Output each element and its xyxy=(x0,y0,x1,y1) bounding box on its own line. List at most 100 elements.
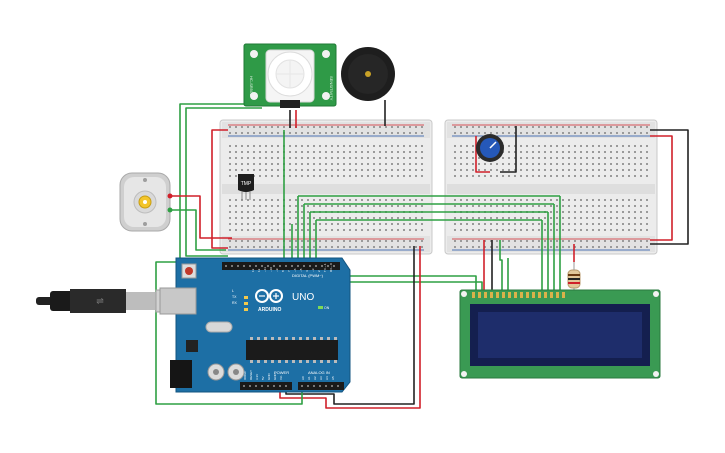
breadboard-hole[interactable] xyxy=(532,205,534,207)
breadboard-hole[interactable] xyxy=(391,246,393,248)
lcd-pin[interactable] xyxy=(562,292,565,298)
breadboard-hole[interactable] xyxy=(355,132,357,134)
breadboard-hole[interactable] xyxy=(271,240,273,242)
breadboard-hole[interactable] xyxy=(556,205,558,207)
breadboard-hole[interactable] xyxy=(622,151,624,153)
breadboard-hole[interactable] xyxy=(307,151,309,153)
breadboard-hole[interactable] xyxy=(247,211,249,213)
header-pin[interactable] xyxy=(301,385,303,387)
breadboard-hole[interactable] xyxy=(556,126,558,128)
lcd-pin[interactable] xyxy=(472,292,475,298)
breadboard-hole[interactable] xyxy=(289,205,291,207)
breadboard-hole[interactable] xyxy=(355,240,357,242)
breadboard-hole[interactable] xyxy=(526,205,528,207)
breadboard-hole[interactable] xyxy=(496,175,498,177)
breadboard-hole[interactable] xyxy=(568,240,570,242)
breadboard-hole[interactable] xyxy=(409,205,411,207)
breadboard-hole[interactable] xyxy=(610,211,612,213)
breadboard-hole[interactable] xyxy=(271,246,273,248)
breadboard-hole[interactable] xyxy=(325,151,327,153)
breadboard-hole[interactable] xyxy=(646,205,648,207)
breadboard-hole[interactable] xyxy=(604,132,606,134)
breadboard-hole[interactable] xyxy=(634,246,636,248)
breadboard-hole[interactable] xyxy=(460,246,462,248)
breadboard-hole[interactable] xyxy=(367,132,369,134)
breadboard-hole[interactable] xyxy=(544,217,546,219)
breadboard-hole[interactable] xyxy=(634,126,636,128)
breadboard-hole[interactable] xyxy=(277,205,279,207)
breadboard-hole[interactable] xyxy=(409,151,411,153)
breadboard-hole[interactable] xyxy=(634,145,636,147)
breadboard-hole[interactable] xyxy=(379,246,381,248)
breadboard-hole[interactable] xyxy=(622,157,624,159)
header-pin[interactable] xyxy=(321,265,323,267)
breadboard-hole[interactable] xyxy=(355,223,357,225)
breadboard-hole[interactable] xyxy=(592,126,594,128)
breadboard-hole[interactable] xyxy=(640,175,642,177)
breadboard-hole[interactable] xyxy=(415,217,417,219)
breadboard-hole[interactable] xyxy=(490,246,492,248)
breadboard-hole[interactable] xyxy=(520,151,522,153)
breadboard-hole[interactable] xyxy=(319,132,321,134)
breadboard-hole[interactable] xyxy=(616,126,618,128)
breadboard-hole[interactable] xyxy=(472,163,474,165)
breadboard-hole[interactable] xyxy=(520,217,522,219)
breadboard-hole[interactable] xyxy=(610,199,612,201)
breadboard-hole[interactable] xyxy=(640,145,642,147)
breadboard-hole[interactable] xyxy=(526,126,528,128)
breadboard-hole[interactable] xyxy=(391,126,393,128)
breadboard-hole[interactable] xyxy=(349,217,351,219)
breadboard-hole[interactable] xyxy=(403,205,405,207)
breadboard-hole[interactable] xyxy=(634,217,636,219)
breadboard-hole[interactable] xyxy=(295,199,297,201)
breadboard-hole[interactable] xyxy=(253,211,255,213)
breadboard-hole[interactable] xyxy=(496,126,498,128)
breadboard-hole[interactable] xyxy=(277,211,279,213)
breadboard-hole[interactable] xyxy=(421,229,423,231)
breadboard-hole[interactable] xyxy=(550,211,552,213)
breadboard-hole[interactable] xyxy=(301,163,303,165)
breadboard-hole[interactable] xyxy=(253,132,255,134)
breadboard-hole[interactable] xyxy=(490,126,492,128)
breadboard-hole[interactable] xyxy=(562,205,564,207)
breadboard-hole[interactable] xyxy=(622,145,624,147)
breadboard-hole[interactable] xyxy=(361,163,363,165)
breadboard-hole[interactable] xyxy=(562,175,564,177)
breadboard-hole[interactable] xyxy=(508,157,510,159)
header-pin[interactable] xyxy=(237,265,239,267)
breadboard-hole[interactable] xyxy=(454,169,456,171)
breadboard-hole[interactable] xyxy=(604,163,606,165)
breadboard-hole[interactable] xyxy=(604,205,606,207)
breadboard-hole[interactable] xyxy=(550,145,552,147)
breadboard-hole[interactable] xyxy=(472,240,474,242)
breadboard-hole[interactable] xyxy=(385,205,387,207)
breadboard-hole[interactable] xyxy=(289,145,291,147)
breadboard-hole[interactable] xyxy=(538,126,540,128)
breadboard-hole[interactable] xyxy=(520,157,522,159)
breadboard-hole[interactable] xyxy=(532,229,534,231)
breadboard-hole[interactable] xyxy=(415,151,417,153)
breadboard-hole[interactable] xyxy=(622,240,624,242)
breadboard-hole[interactable] xyxy=(562,145,564,147)
breadboard-hole[interactable] xyxy=(586,132,588,134)
breadboard-hole[interactable] xyxy=(520,199,522,201)
breadboard-hole[interactable] xyxy=(646,246,648,248)
breadboard-hole[interactable] xyxy=(544,157,546,159)
breadboard-hole[interactable] xyxy=(301,223,303,225)
breadboard-hole[interactable] xyxy=(397,199,399,201)
breadboard-hole[interactable] xyxy=(385,199,387,201)
breadboard-hole[interactable] xyxy=(295,246,297,248)
breadboard-hole[interactable] xyxy=(472,229,474,231)
breadboard-hole[interactable] xyxy=(307,157,309,159)
breadboard-hole[interactable] xyxy=(484,205,486,207)
breadboard-hole[interactable] xyxy=(646,175,648,177)
breadboard-hole[interactable] xyxy=(421,163,423,165)
header-pin[interactable] xyxy=(313,385,315,387)
breadboard-hole[interactable] xyxy=(634,163,636,165)
breadboard-hole[interactable] xyxy=(634,229,636,231)
breadboard-hole[interactable] xyxy=(628,199,630,201)
breadboard-hole[interactable] xyxy=(592,145,594,147)
breadboard-hole[interactable] xyxy=(616,240,618,242)
breadboard-hole[interactable] xyxy=(574,126,576,128)
breadboard-hole[interactable] xyxy=(403,169,405,171)
